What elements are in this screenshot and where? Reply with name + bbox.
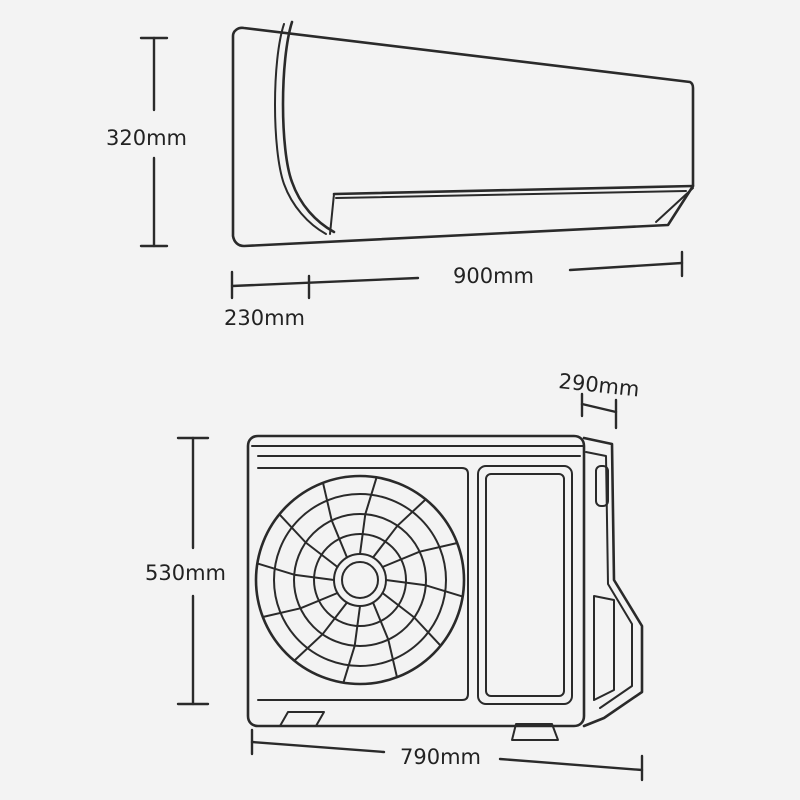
fan-grille-ring-3 — [293, 513, 427, 647]
fan-grille-spoke — [342, 605, 361, 684]
fan-grille-spoke — [381, 592, 442, 647]
outdoor-depth-dimension: 290mm — [557, 369, 641, 430]
indoor-front-panel-inner-curve — [274, 23, 327, 235]
indoor-unit — [231, 20, 695, 248]
fan-grille-spoke — [322, 481, 348, 559]
outdoor-height-label: 530mm — [145, 561, 226, 585]
fan-grille-spokes — [256, 476, 464, 684]
outdoor-left-foot — [279, 711, 325, 727]
outdoor-right-panel-inner — [485, 473, 565, 697]
fan-grille-ring-2 — [273, 493, 447, 667]
indoor-height-label: 320mm — [106, 126, 187, 150]
indoor-width-dimension: 900mm — [230, 250, 684, 300]
outdoor-width-dimension: 790mm — [250, 728, 644, 782]
fan-grille-spoke — [381, 542, 459, 568]
indoor-louver-right — [655, 187, 694, 223]
fan-grille-spoke — [359, 476, 378, 555]
fan-grille-spoke — [293, 601, 348, 662]
fan-grille-ring-4 — [313, 533, 407, 627]
fan-grille-spoke — [278, 513, 339, 568]
fan-grille — [254, 474, 466, 686]
outdoor-width-label: 790mm — [400, 745, 481, 769]
outdoor-fan-grille-area — [257, 467, 469, 701]
outdoor-unit-side-panel — [582, 436, 644, 728]
outdoor-side-panel-inner — [585, 451, 633, 709]
indoor-height-dimension: 320mm — [106, 36, 187, 248]
outdoor-unit — [246, 434, 644, 741]
indoor-front-panel-curve — [281, 20, 336, 234]
fan-grille-spoke — [261, 592, 339, 618]
outdoor-side-valve-box — [593, 595, 615, 701]
fan-grille-spoke — [372, 601, 398, 679]
fan-grille-spoke — [372, 498, 427, 559]
indoor-width-label: 900mm — [453, 264, 534, 288]
fan-grille-ring-outer — [254, 474, 466, 686]
outdoor-height-dimension: 530mm — [145, 436, 226, 706]
indoor-unit-body — [231, 26, 695, 248]
fan-grille-spoke — [385, 579, 464, 598]
indoor-louver-lower-edge — [329, 193, 335, 235]
indoor-louver-top-edge — [332, 184, 695, 196]
indoor-depth-label: 230mm — [224, 306, 305, 330]
outdoor-right-panel — [477, 465, 573, 705]
outdoor-depth-label: 290mm — [557, 369, 640, 401]
fan-hub-inner — [341, 561, 379, 599]
indoor-louver-inner-line — [335, 190, 687, 199]
outdoor-side-handle — [595, 465, 609, 507]
indoor-depth-dimension: 230mm — [224, 274, 311, 330]
outdoor-right-foot — [511, 723, 559, 741]
fan-grille-spoke — [256, 562, 335, 581]
outdoor-unit-front-face — [246, 434, 586, 728]
